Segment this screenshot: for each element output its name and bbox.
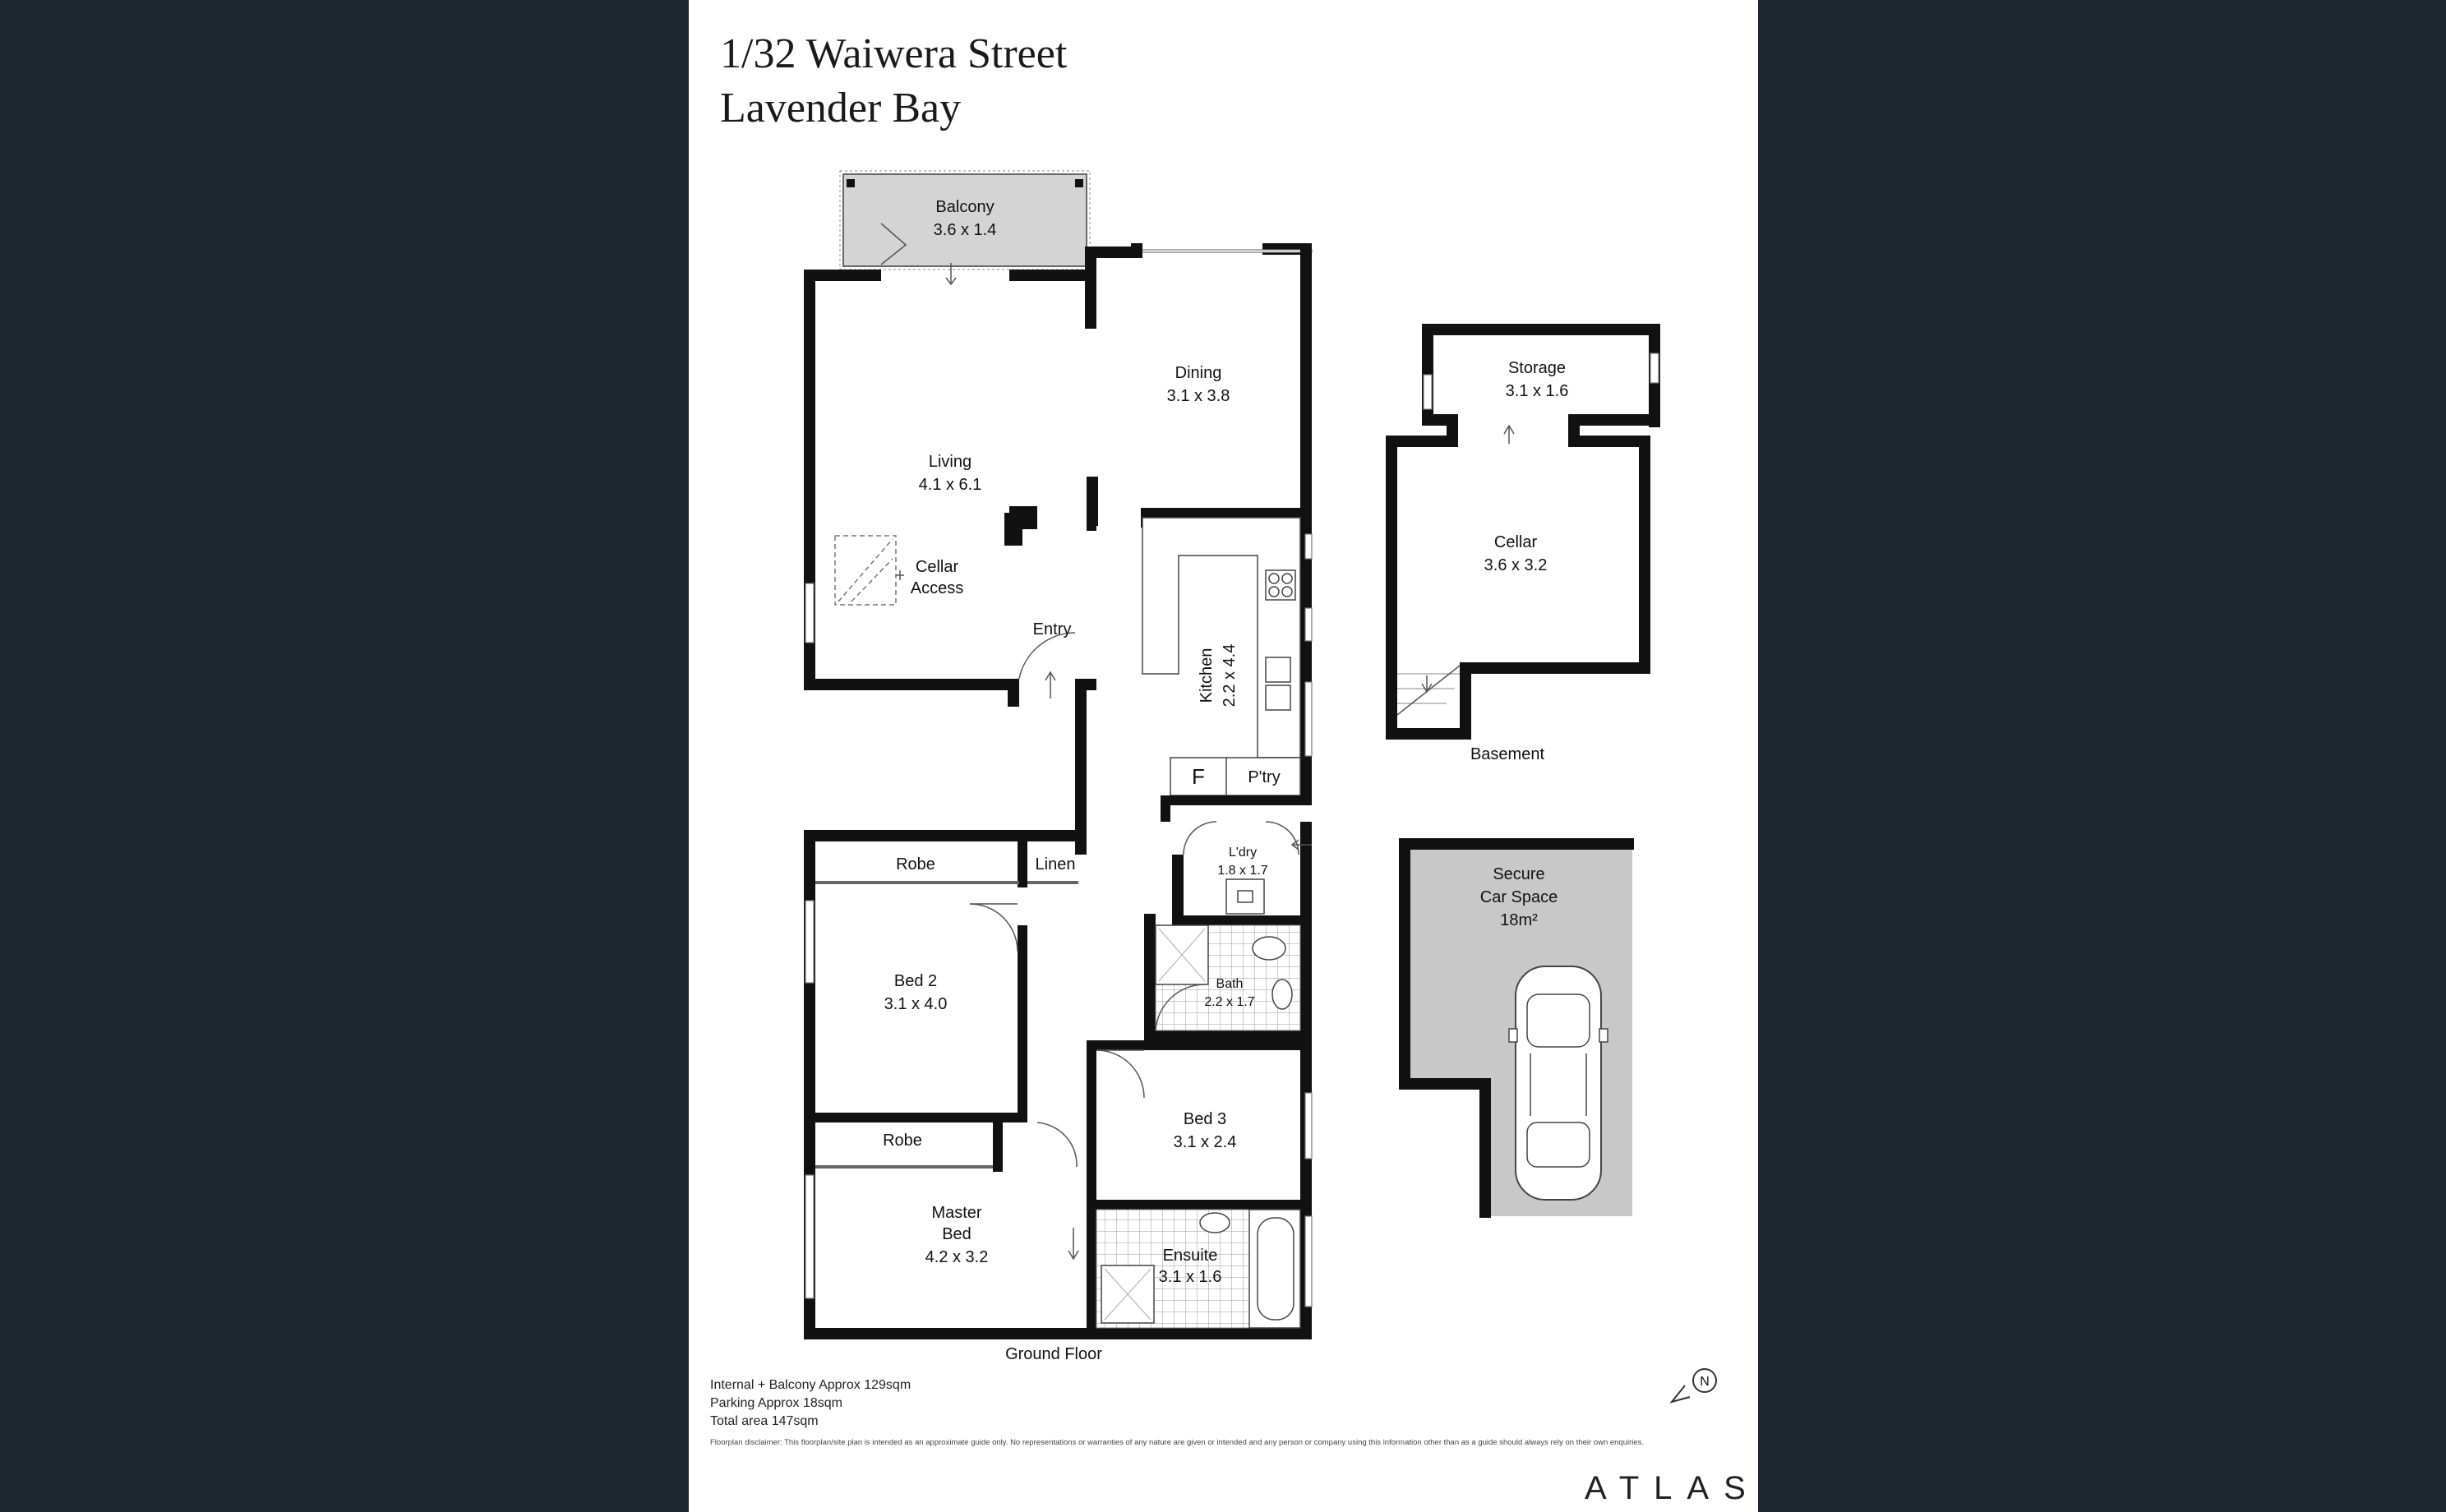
- brand-logo: ATLAS: [1585, 1470, 1761, 1506]
- bed3-size: 3.1 x 2.4: [1174, 1133, 1237, 1151]
- ground-floor-label: Ground Floor: [1005, 1345, 1102, 1363]
- fridge-label: F: [1192, 764, 1205, 789]
- car-space-label-2: Car Space: [1480, 888, 1558, 906]
- laundry-label: L'dry: [1229, 846, 1257, 860]
- area-total: Total area 147sqm: [710, 1414, 819, 1428]
- basement-label: Basement: [1470, 745, 1544, 763]
- storage-size: 3.1 x 1.6: [1506, 382, 1569, 400]
- title-address: 1/32 Waiwera Street: [720, 30, 1068, 77]
- basement-plan: [1386, 324, 1660, 1218]
- robe-bed2-label: Robe: [896, 855, 935, 874]
- car-space-label-1: Secure: [1493, 865, 1544, 883]
- kitchen-label: Kitchen: [1198, 648, 1216, 703]
- laundry-size: 1.8 x 1.7: [1217, 864, 1267, 878]
- kitchen-size: 2.2 x 4.4: [1221, 644, 1239, 708]
- ground-floor-plan: [804, 170, 1313, 1339]
- entry-label: Entry: [1033, 620, 1072, 638]
- bath-size: 2.2 x 1.7: [1204, 995, 1254, 1009]
- balcony-size: 3.6 x 1.4: [934, 221, 997, 239]
- robe-master-label: Robe: [883, 1132, 922, 1150]
- cellar-access-label-2: Access: [911, 579, 963, 597]
- ensuite-label: Ensuite: [1163, 1247, 1218, 1265]
- living-label: Living: [929, 453, 971, 471]
- ensuite-size: 3.1 x 1.6: [1159, 1268, 1222, 1286]
- storage-label: Storage: [1508, 359, 1566, 377]
- dining-size: 3.1 x 3.8: [1167, 387, 1230, 405]
- cellar-label: Cellar: [1494, 533, 1538, 551]
- master-label-1: Master: [931, 1204, 981, 1222]
- car-icon: [1508, 966, 1608, 1201]
- disclaimer-text: Floorplan disclaimer: This floorplan/sit…: [710, 1438, 1644, 1447]
- bath-label: Bath: [1216, 977, 1244, 991]
- area-internal: Internal + Balcony Approx 129sqm: [710, 1378, 911, 1392]
- area-parking: Parking Approx 18sqm: [710, 1396, 842, 1410]
- master-label-2: Bed: [942, 1225, 971, 1243]
- compass-letter: N: [1700, 1375, 1710, 1389]
- balcony-area: [842, 173, 1087, 267]
- living-size: 4.1 x 6.1: [919, 476, 982, 494]
- bed2-size: 3.1 x 4.0: [884, 995, 948, 1013]
- balcony-label: Balcony: [935, 198, 994, 216]
- bed2-label: Bed 2: [894, 972, 937, 990]
- cellar-access-label-1: Cellar: [916, 558, 959, 576]
- pantry-label: P'try: [1248, 768, 1280, 786]
- bed3-label: Bed 3: [1184, 1110, 1226, 1128]
- car-space-size: 18m²: [1500, 911, 1538, 929]
- cellar-size: 3.6 x 3.2: [1484, 556, 1548, 574]
- north-arrow-icon: N: [1669, 1368, 1717, 1404]
- title-suburb: Lavender Bay: [720, 85, 961, 131]
- master-size: 4.2 x 3.2: [925, 1248, 989, 1266]
- dining-label: Dining: [1175, 364, 1222, 382]
- linen-label: Linen: [1036, 855, 1076, 874]
